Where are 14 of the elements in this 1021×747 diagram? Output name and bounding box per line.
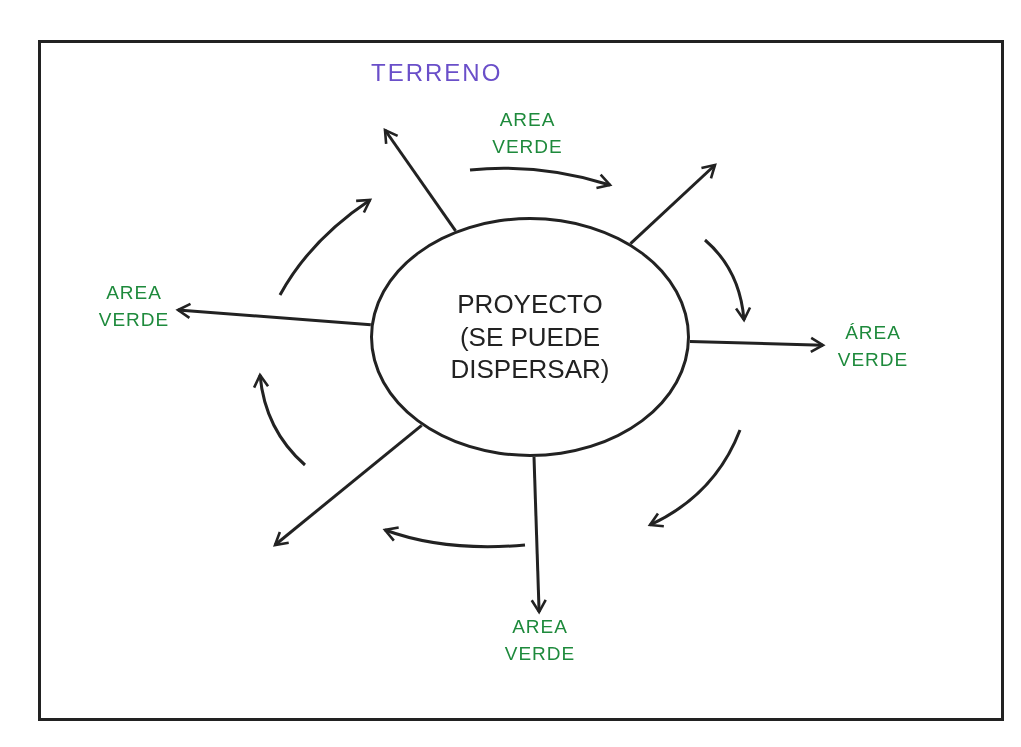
site-title: TERRENO bbox=[371, 59, 503, 87]
site-boundary bbox=[38, 40, 1004, 721]
area-label: ÁREA VERDE bbox=[825, 320, 921, 374]
project-label: PROYECTO (SE PUEDE DISPERSAR) bbox=[449, 288, 611, 386]
arrow bbox=[629, 163, 717, 245]
arrow bbox=[530, 456, 547, 614]
area-label: AREA VERDE bbox=[92, 280, 176, 334]
area-label: AREA VERDE bbox=[470, 107, 585, 161]
arrow bbox=[689, 336, 825, 354]
arrow bbox=[176, 302, 371, 327]
arrow bbox=[383, 128, 457, 232]
arrow bbox=[273, 424, 423, 547]
area-label: AREA VERDE bbox=[482, 614, 598, 668]
project-circle bbox=[370, 217, 690, 457]
